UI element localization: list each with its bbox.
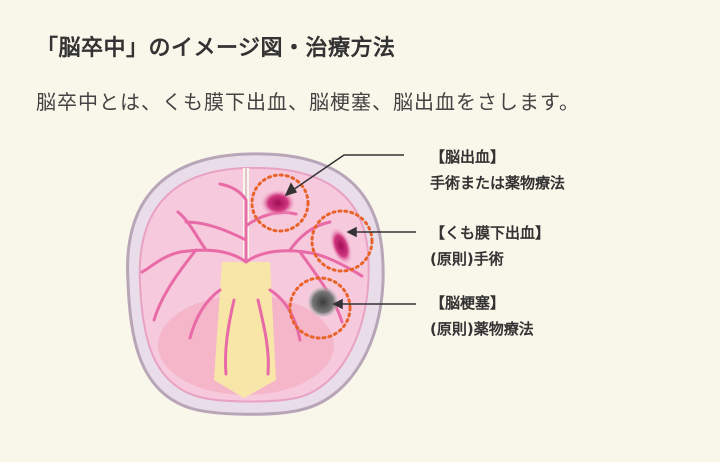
label-hemorrhage: 【脳出血】 手術または薬物療法 [430, 144, 565, 196]
label-infarction-head: 【脳梗塞】 [430, 294, 506, 312]
label-subarachnoid-head: 【くも膜下出血】 [430, 224, 551, 242]
label-infarction-sub: (原則)薬物療法 [430, 320, 534, 338]
label-subarachnoid-sub: (原則)手術 [430, 250, 504, 268]
label-hemorrhage-head: 【脳出血】 [430, 148, 506, 166]
label-infarction: 【脳梗塞】 (原則)薬物療法 [430, 290, 534, 342]
hemorrhage-marker [250, 173, 310, 233]
page-subtitle: 脳卒中とは、くも膜下出血、脳梗塞、脳出血をさします。 [36, 90, 580, 114]
label-hemorrhage-sub: 手術または薬物療法 [430, 174, 566, 192]
subarachnoid-marker [310, 209, 374, 273]
leader-lines [284, 154, 416, 310]
hemorrhage-lesion [260, 189, 296, 217]
label-subarachnoid: 【くも膜下出血】 (原則)手術 [430, 220, 550, 272]
subarachnoid-lesion [329, 226, 353, 266]
page-title: 「脳卒中」のイメージ図・治療方法 [36, 36, 396, 61]
infarction-lesion [308, 287, 338, 317]
brain-core [214, 262, 276, 398]
infarction-marker [288, 276, 352, 340]
